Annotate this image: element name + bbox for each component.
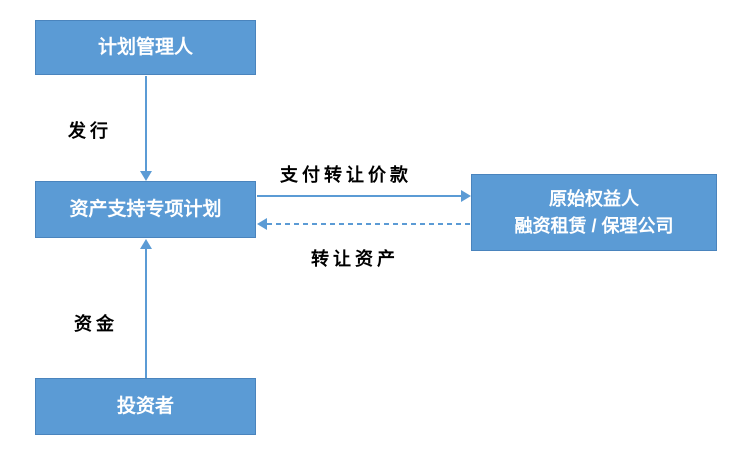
originator-label-line1: 原始权益人 [549,189,639,210]
spv-box: 资产支持专项计划 [35,181,256,238]
originator-box: 原始权益人 融资租赁 / 保理公司 [471,174,717,251]
issue-arrow-down-icon [140,76,152,181]
pay-price-edge-label: 支付转让价款 [280,165,412,185]
spv-label: 资产支持专项计划 [69,198,222,220]
funds-arrow-up-icon [140,239,152,378]
funds-edge-label: 资金 [74,314,118,334]
investor-box: 投资者 [35,378,256,435]
transfer-assets-dashed-arrow-left-icon [257,218,471,230]
issue-edge-label: 发行 [68,121,112,141]
pay-price-arrow-right-icon [257,190,471,202]
plan-manager-box: 计划管理人 [35,20,256,75]
originator-label-line2: 融资租赁 / 保理公司 [514,215,674,236]
investor-label: 投资者 [116,395,174,417]
plan-manager-label: 计划管理人 [97,36,193,58]
transfer-assets-edge-label: 转让资产 [311,249,399,269]
